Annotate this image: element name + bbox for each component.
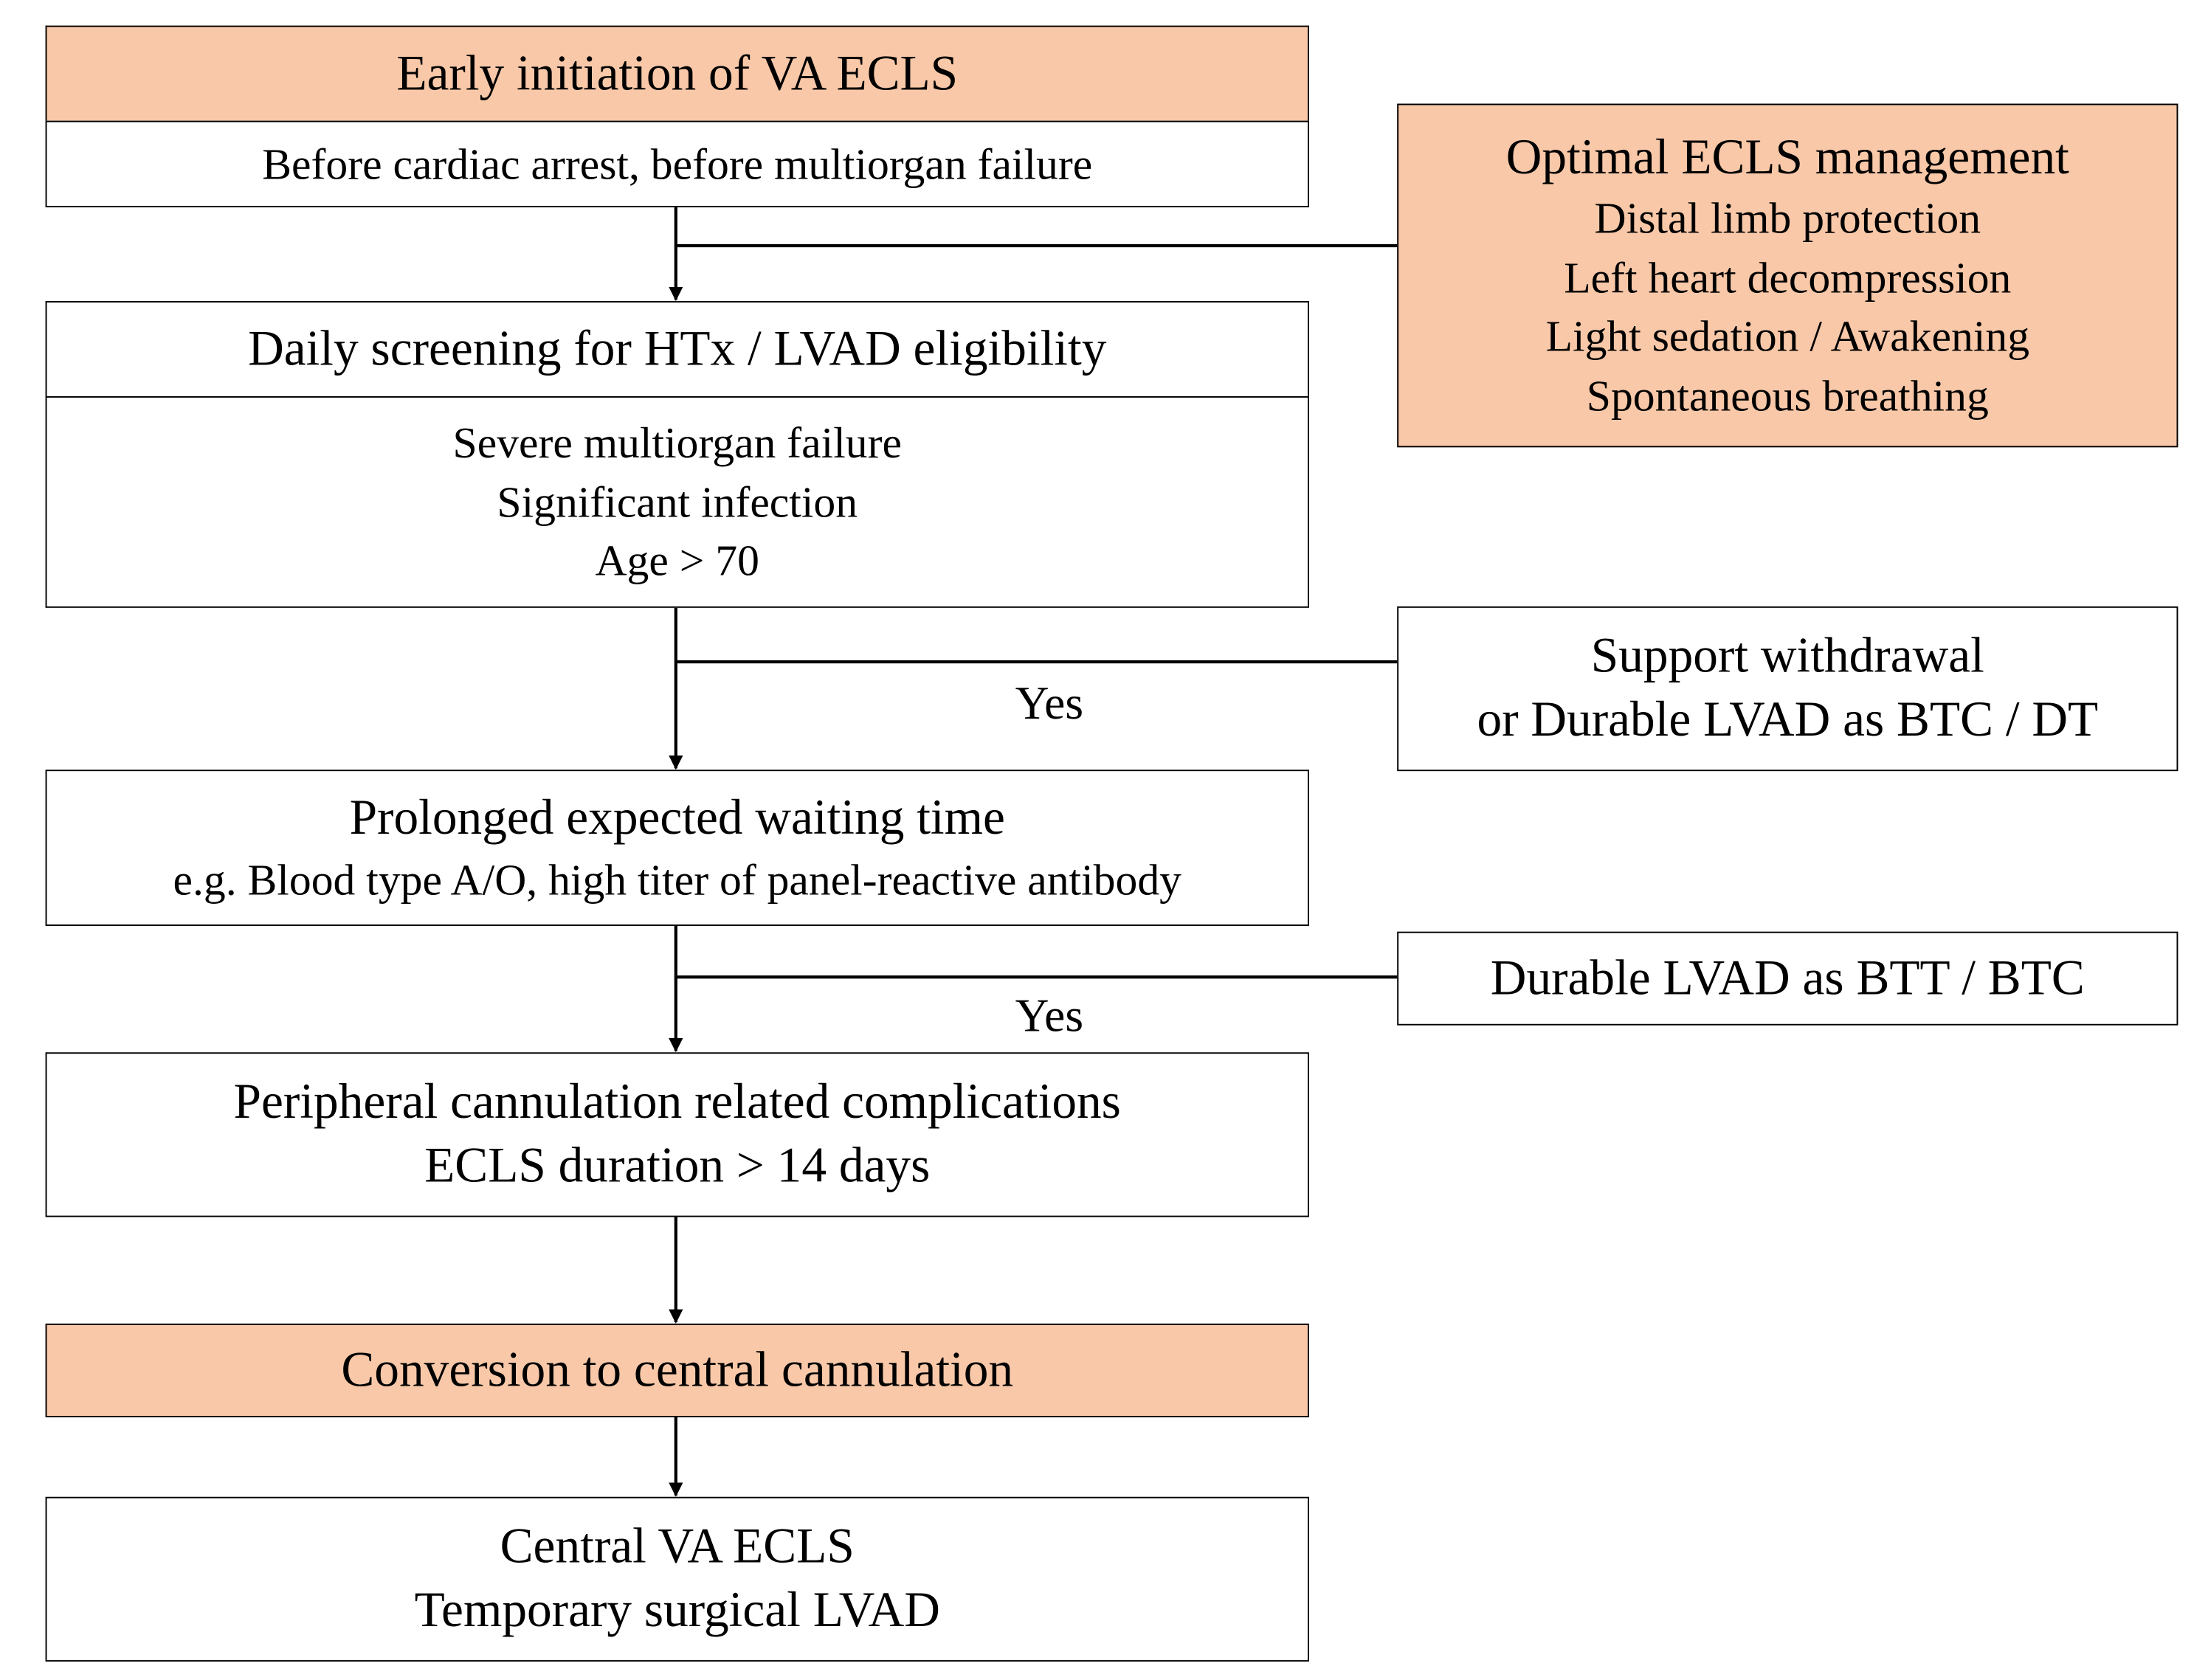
optimal-management-title: Optimal ECLS management — [1505, 128, 2069, 184]
central-ecls-box: Central VA ECLS Temporary surgical LVAD — [45, 1496, 1309, 1662]
prolonged-waiting-detail: e.g. Blood type A/O, high titer of panel… — [173, 854, 1181, 905]
central-ecls-line-2: Temporary surgical LVAD — [414, 1582, 940, 1638]
conversion-title: Conversion to central cannulation — [341, 1341, 1014, 1397]
early-initiation-header: Early initiation of VA ECLS — [45, 25, 1309, 121]
daily-screening-criteria-box: Severe multiorgan failure Significant in… — [45, 396, 1309, 608]
yes-label-durable-lvad: Yes — [1015, 991, 1084, 1043]
management-item-decompression: Left heart decompression — [1564, 252, 2012, 303]
support-withdrawal-box: Support withdrawal or Durable LVAD as BT… — [1397, 606, 2178, 772]
criterion-significant-infection: Significant infection — [497, 477, 858, 527]
central-ecls-line-1: Central VA ECLS — [500, 1518, 855, 1574]
peripheral-complications-line-1: Peripheral cannulation related complicat… — [233, 1074, 1121, 1130]
conversion-box: Conversion to central cannulation — [45, 1323, 1309, 1417]
management-item-distal-limb: Distal limb protection — [1594, 193, 1981, 243]
optimal-management-box: Optimal ECLS management Distal limb prot… — [1397, 103, 2178, 448]
durable-lvad-btt-label: Durable LVAD as BTT / BTC — [1490, 949, 2085, 1005]
durable-lvad-btt-box: Durable LVAD as BTT / BTC — [1397, 931, 2178, 1026]
prolonged-waiting-box: Prolonged expected waiting time e.g. Blo… — [45, 770, 1309, 926]
yes-label-withdrawal: Yes — [1015, 679, 1084, 730]
peripheral-complications-line-2: ECLS duration > 14 days — [424, 1137, 931, 1193]
support-withdrawal-line-2: or Durable LVAD as BTC / DT — [1477, 691, 2099, 747]
criterion-severe-multiorgan-failure: Severe multiorgan failure — [452, 418, 902, 468]
daily-screening-header: Daily screening for HTx / LVAD eligibili… — [45, 301, 1309, 397]
early-initiation-detail: Before cardiac arrest, before multiorgan… — [262, 139, 1093, 189]
support-withdrawal-line-1: Support withdrawal — [1590, 628, 1984, 684]
early-initiation-title: Early initiation of VA ECLS — [396, 44, 959, 100]
peripheral-complications-box: Peripheral cannulation related complicat… — [45, 1052, 1309, 1217]
criterion-age: Age > 70 — [595, 536, 759, 586]
early-initiation-detail-box: Before cardiac arrest, before multiorgan… — [45, 120, 1309, 208]
prolonged-waiting-title: Prolonged expected waiting time — [349, 789, 1005, 845]
management-item-sedation: Light sedation / Awakening — [1545, 311, 2030, 362]
management-item-breathing: Spontaneous breathing — [1586, 370, 1989, 421]
daily-screening-title: Daily screening for HTx / LVAD eligibili… — [248, 320, 1107, 376]
